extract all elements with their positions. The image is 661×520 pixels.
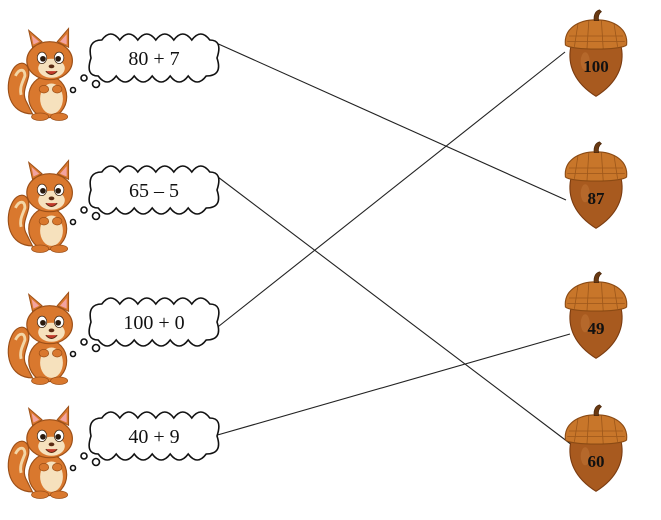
thought-dot	[80, 452, 88, 460]
expression-label: 100 + 0	[123, 312, 184, 334]
thought-dot	[91, 79, 101, 89]
acorn-icon	[564, 404, 628, 492]
squirrel-item[interactable]: 40 + 9	[6, 404, 220, 500]
thought-dot	[91, 457, 101, 467]
connection-line	[213, 51, 566, 331]
thought-bubble	[88, 33, 220, 83]
left-column: 80 + 7 65 – 5 100 + 0 40 + 9	[6, 26, 220, 500]
thought-dot	[69, 86, 77, 94]
acorn-item[interactable]: 49	[564, 271, 628, 359]
acorn-item[interactable]: 60	[564, 404, 628, 492]
thought-dot	[69, 218, 77, 226]
thought-bubble	[88, 165, 220, 215]
squirrel-item[interactable]: 80 + 7	[6, 26, 220, 122]
acorn-icon	[564, 9, 628, 97]
thought-dot	[80, 338, 88, 346]
acorn-value-label: 60	[588, 452, 605, 471]
acorn-item[interactable]: 87	[564, 141, 628, 229]
right-column: 100 87 49 60	[564, 9, 628, 492]
thought-dot	[69, 464, 77, 472]
thought-dot	[91, 211, 101, 221]
thought-dot	[80, 74, 88, 82]
acorn-icon	[564, 271, 628, 359]
thought-bubble	[88, 297, 220, 347]
connection-lines	[213, 41, 573, 446]
squirrel-item[interactable]: 100 + 0	[6, 290, 220, 386]
acorn-value-label: 100	[583, 57, 609, 76]
squirrel-item[interactable]: 65 – 5	[6, 158, 220, 254]
thought-dot	[91, 343, 101, 353]
squirrel-icon	[6, 290, 74, 386]
expression-label: 40 + 9	[128, 426, 179, 448]
thought-dot	[80, 206, 88, 214]
connection-line	[213, 333, 571, 437]
connection-line	[213, 41, 567, 201]
expression-label: 80 + 7	[128, 48, 179, 70]
squirrel-icon	[6, 404, 74, 500]
acorn-value-label: 87	[588, 189, 606, 208]
acorn-icon	[564, 141, 628, 229]
acorn-item[interactable]: 100	[564, 9, 628, 97]
squirrel-icon	[6, 158, 74, 254]
connection-line	[213, 173, 573, 446]
squirrel-icon	[6, 26, 74, 122]
thought-dot	[69, 350, 77, 358]
thought-bubble	[88, 411, 220, 461]
expression-label: 65 – 5	[129, 180, 179, 202]
acorn-value-label: 49	[588, 319, 605, 338]
